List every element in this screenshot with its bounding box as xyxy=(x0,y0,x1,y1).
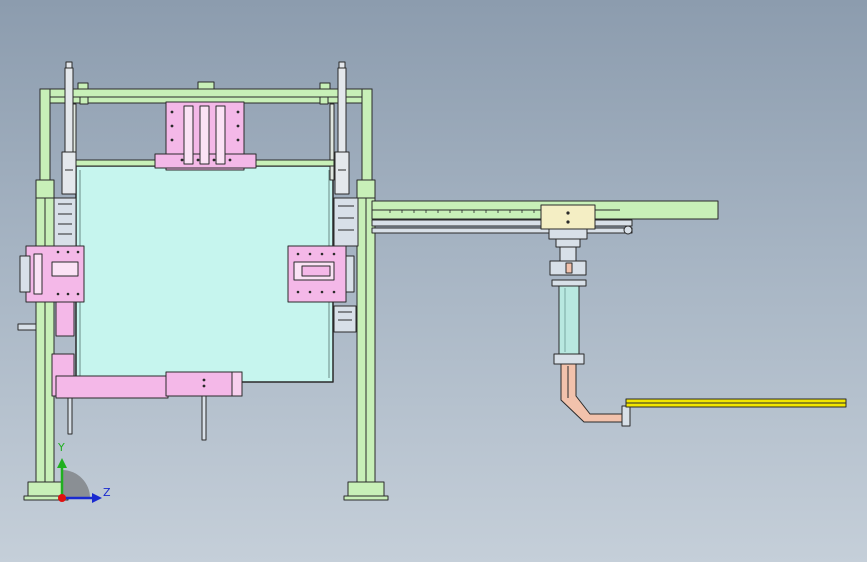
y-axis-arrowhead xyxy=(57,458,67,468)
top-clamp-bolts xyxy=(170,110,240,162)
bottom-support[interactable] xyxy=(51,353,243,441)
vertical-column[interactable] xyxy=(553,285,585,365)
coordinate-triad xyxy=(57,458,102,503)
left-clamp-bolts xyxy=(56,250,80,296)
origin-marker xyxy=(58,494,66,502)
right-side-mechanism[interactable] xyxy=(333,197,359,333)
z-axis-label: Z xyxy=(103,486,111,499)
left-side-mechanism[interactable] xyxy=(17,197,77,337)
carriage[interactable] xyxy=(540,204,596,287)
right-clamp[interactable] xyxy=(287,245,355,303)
bent-arm[interactable] xyxy=(560,363,631,427)
beam-rack-teeth xyxy=(389,210,535,213)
output-rail[interactable] xyxy=(625,398,847,408)
top-clamp[interactable] xyxy=(154,101,257,171)
right-clamp-bolts xyxy=(296,252,336,294)
z-axis-arrowhead xyxy=(92,493,102,503)
y-axis-label: Y xyxy=(58,441,65,454)
triad-sector xyxy=(62,470,90,498)
left-clamp[interactable] xyxy=(19,245,85,303)
right-cylinder[interactable] xyxy=(334,61,350,195)
main-frame[interactable] xyxy=(23,81,389,501)
left-cylinder[interactable] xyxy=(61,61,77,195)
